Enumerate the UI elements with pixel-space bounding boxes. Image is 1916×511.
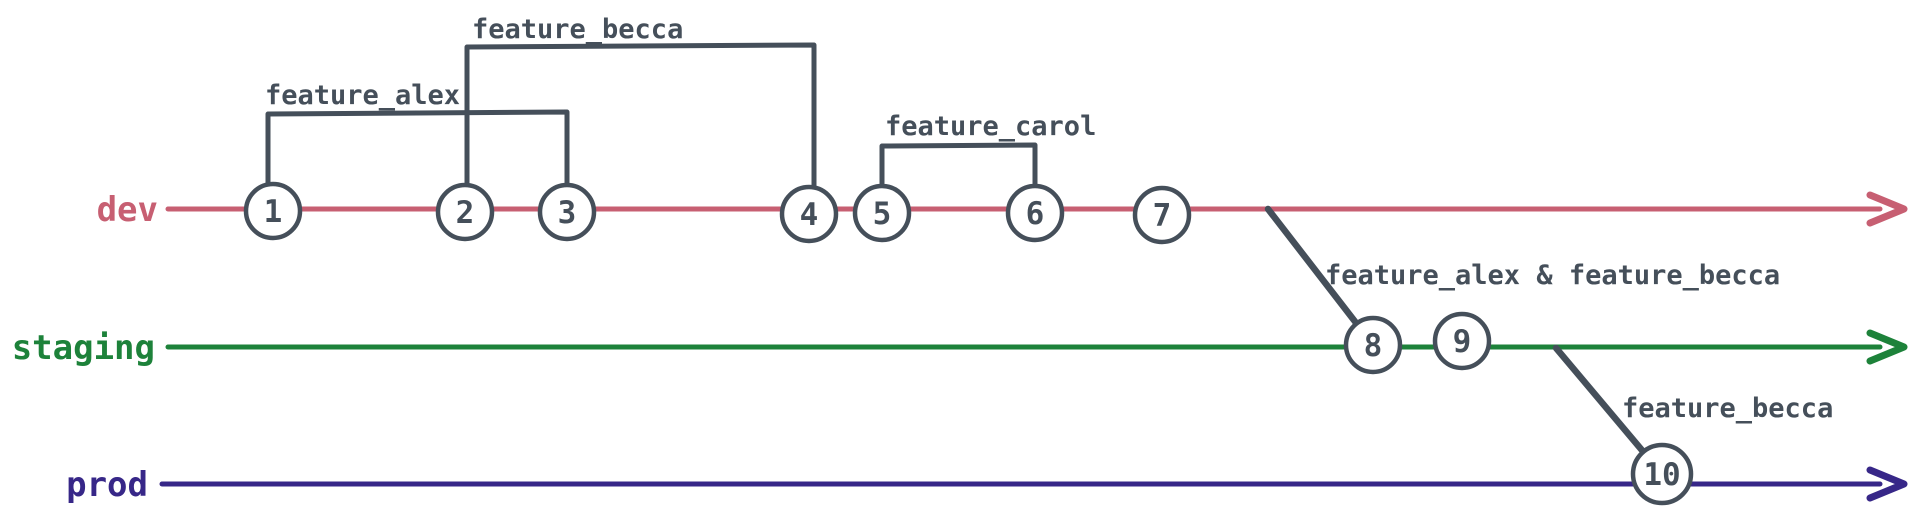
branch-staging-line-group (165, 329, 1908, 365)
commit-number-3: 3 (558, 195, 577, 231)
commit-node-4: 4 (779, 184, 839, 244)
branch-prod-line-group (159, 466, 1908, 502)
commit-node-5: 5 (852, 183, 912, 243)
commit-circle-4 (779, 184, 839, 244)
commit-number-6: 6 (1026, 196, 1045, 232)
commit-number-10: 10 (1643, 457, 1680, 493)
commit-circle-10 (1630, 442, 1694, 506)
feature-alex-label: feature_alex (265, 80, 460, 111)
commit-node-6: 6 (1005, 183, 1065, 243)
commit-node-8: 8 (1343, 315, 1403, 375)
prod-branch-label: prod (66, 465, 148, 505)
prod-arrowhead-icon (1866, 466, 1908, 502)
feature-carol-label: feature_carol (885, 111, 1096, 142)
feature-becca-label: feature_becca (472, 14, 683, 45)
commit-node-10: 10 (1630, 442, 1694, 506)
commit-circle-6 (1005, 183, 1065, 243)
commit-circle-9 (1432, 311, 1492, 371)
commit-circle-1 (243, 181, 303, 241)
commit-number-9: 9 (1453, 324, 1472, 360)
commit-node-7: 7 (1132, 185, 1192, 245)
feature-becca-bracket (464, 42, 817, 191)
commit-circle-2 (435, 182, 495, 242)
commit-circle-7 (1132, 185, 1192, 245)
commit-node-3: 3 (537, 182, 597, 242)
commit-circle-5 (852, 183, 912, 243)
commit-node-1: 1 (243, 181, 303, 241)
commit-number-4: 4 (800, 197, 819, 233)
merge-line-staging-to-prod (1552, 344, 1650, 459)
merge-label-dev-to-staging: feature_alex & feature_becca (1325, 260, 1780, 291)
commit-number-7: 7 (1153, 198, 1172, 234)
commit-circle-8 (1343, 315, 1403, 375)
merge-line-dev-to-staging (1264, 205, 1364, 332)
staging-branch-label: staging (12, 328, 155, 368)
commit-number-1: 1 (264, 194, 283, 230)
commit-number-5: 5 (873, 196, 892, 232)
commit-number-8: 8 (1364, 328, 1383, 364)
feature-alex-bracket (265, 109, 570, 189)
commit-node-9: 9 (1432, 311, 1492, 371)
feature-carol-bracket (879, 142, 1038, 190)
commit-node-2: 2 (435, 182, 495, 242)
staging-arrowhead-icon (1866, 329, 1908, 365)
commit-number-2: 2 (456, 195, 475, 231)
dev-branch-label: dev (97, 190, 158, 230)
commit-circle-3 (537, 182, 597, 242)
dev-arrowhead-icon (1866, 191, 1908, 227)
merge-label-staging-to-prod: feature_becca (1622, 393, 1833, 424)
